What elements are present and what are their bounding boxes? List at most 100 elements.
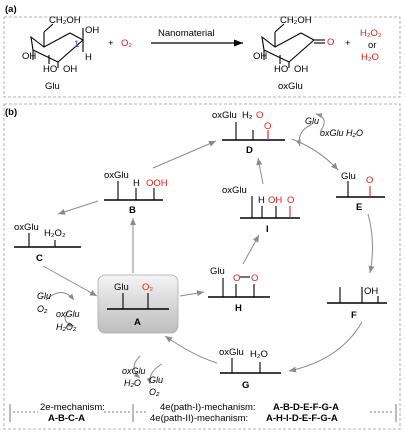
m4e2-path: A-H-I-D-E-F-G-A [266, 413, 338, 424]
i-h: H [258, 195, 265, 206]
panel-b-frame [3, 103, 401, 430]
glu-c1-label: 1 [74, 39, 79, 50]
intermediate-c: oxGlu H₂O₂ C [14, 222, 81, 264]
g-side-glu: Glu [149, 375, 163, 385]
b-letter: B [129, 205, 136, 216]
arrow-g-in [146, 363, 163, 385]
a-o2: O₂ [142, 282, 153, 293]
arrow-e-to-f [367, 213, 375, 274]
m4e2-title: 4e(path-II)-mechanism: [150, 413, 248, 424]
d-side-out: oxGlu H₂O [320, 128, 363, 138]
arrow-ca-in [45, 292, 75, 301]
arrow-i-to-d [256, 157, 264, 185]
arrow-a-to-h [179, 290, 205, 297]
arrow-d-out [315, 113, 325, 133]
glu-oh-bottom: OH [63, 64, 77, 75]
d-o-water: O [256, 110, 263, 121]
b-h: H [133, 178, 140, 189]
lac-ch2oh: CH₂OH [280, 15, 312, 26]
intermediate-e: Glu O E [336, 171, 385, 213]
glu-oh-left: OH [22, 51, 36, 62]
i-o: O [287, 195, 294, 206]
ca-side-glu: Glu [37, 291, 51, 301]
m2e-path: A-B-C-A [48, 413, 85, 424]
intermediate-f: OH F [327, 286, 387, 321]
lac-oh-bottom: OH [294, 64, 308, 75]
arrow-d-in [295, 123, 313, 147]
m4e1-path: A-B-D-E-F-G-A [273, 402, 339, 413]
a-glu: Glu [114, 282, 129, 293]
c-h2o2: H₂O₂ [44, 228, 66, 239]
h-o1: O [233, 273, 240, 284]
intermediate-h: Glu O O H [208, 266, 270, 314]
ca-side-h2o2: H₂O₂ [56, 322, 77, 332]
d-side-glu: Glu [305, 116, 319, 126]
d-o-surface: O [264, 121, 271, 132]
glu-ch2oh: CH₂OH [49, 15, 81, 26]
glu-h: H [85, 52, 92, 63]
plus-2: + [345, 38, 351, 49]
intermediate-b: oxGlu H OOH B [104, 170, 168, 216]
reaction-arrows [42, 113, 375, 385]
c-oxglu: oxGlu [14, 222, 39, 233]
intermediate-a: Glu O₂ A [97, 274, 179, 334]
d-oxglu: oxGlu [212, 110, 237, 121]
glu-ho: HO [43, 64, 57, 75]
arrow-b-to-d [152, 140, 217, 169]
m2e-title: 2e-mechanism: [40, 402, 105, 413]
arrow-b-to-c [57, 200, 99, 215]
a-letter: A [134, 317, 141, 328]
intermediate-g: oxGlu H₂O G [219, 347, 281, 391]
g-side-o2: O₂ [149, 387, 160, 397]
h-o2: O [251, 273, 258, 284]
arrow-d-to-e [291, 138, 339, 171]
lac-carbonyl-o: O [327, 37, 334, 48]
ca-side-oxglu: oxGlu [56, 309, 80, 319]
h-letter: H [235, 303, 242, 314]
e-letter: E [356, 202, 362, 213]
o2-reactant: O₂ [121, 38, 132, 49]
or-text: or [368, 40, 376, 51]
f-letter: F [351, 310, 357, 321]
arrow-g-to-a [164, 335, 218, 364]
mechanism-legend: 2e-mechanism: A-B-C-A 4e(path-I)-mechani… [9, 402, 397, 424]
b-ooh: OOH [146, 178, 168, 189]
arrow-h-to-i [242, 234, 260, 265]
plus-1: + [108, 38, 114, 49]
e-o: O [366, 175, 373, 186]
glucose-structure: CH₂OH OH 1 H OH HO OH Glu [22, 15, 99, 92]
arrow-ca-out [64, 311, 75, 327]
ca-side-o2: O₂ [37, 304, 48, 314]
lac-oh-left: OH [253, 51, 267, 62]
d-letter: D [246, 145, 253, 156]
b-oxglu: oxGlu [104, 170, 129, 181]
lac-name: oxGlu [278, 81, 303, 92]
h2o2-product: H₂O₂ [360, 28, 382, 39]
arrow-f-to-g [288, 321, 363, 373]
h-glu: Glu [210, 266, 225, 277]
panel-a-frame [3, 16, 401, 98]
arrow-label: Nanomaterial [158, 28, 215, 39]
g-side-oxglu: oxGlu [122, 366, 146, 376]
arrow-g-out [133, 355, 141, 379]
arrow-c-to-a [42, 265, 98, 297]
e-glu: Glu [341, 171, 356, 182]
panel-b-label: (b) [5, 107, 17, 118]
i-oxglu: oxGlu [222, 185, 247, 196]
panel-a-label: (a) [5, 4, 17, 15]
f-oh: OH [364, 286, 378, 297]
g-side-h2o: H₂O [124, 378, 141, 388]
glu-name: Glu [45, 81, 60, 92]
glu-oh-anomeric: OH [85, 25, 99, 36]
h2o-product: H₂O [361, 52, 379, 63]
c-letter: C [36, 253, 43, 264]
g-h2o: H₂O [250, 349, 268, 360]
lac-ho: HO [274, 64, 288, 75]
intermediate-d: oxGlu H₂ O O D [212, 110, 285, 156]
intermediate-i: oxGlu H OH O I [222, 185, 300, 235]
g-letter: G [242, 380, 249, 391]
i-oh: OH [268, 195, 282, 206]
m4e1-title: 4e(path-I)-mechanism: [160, 402, 256, 413]
g-oxglu: oxGlu [219, 347, 244, 358]
